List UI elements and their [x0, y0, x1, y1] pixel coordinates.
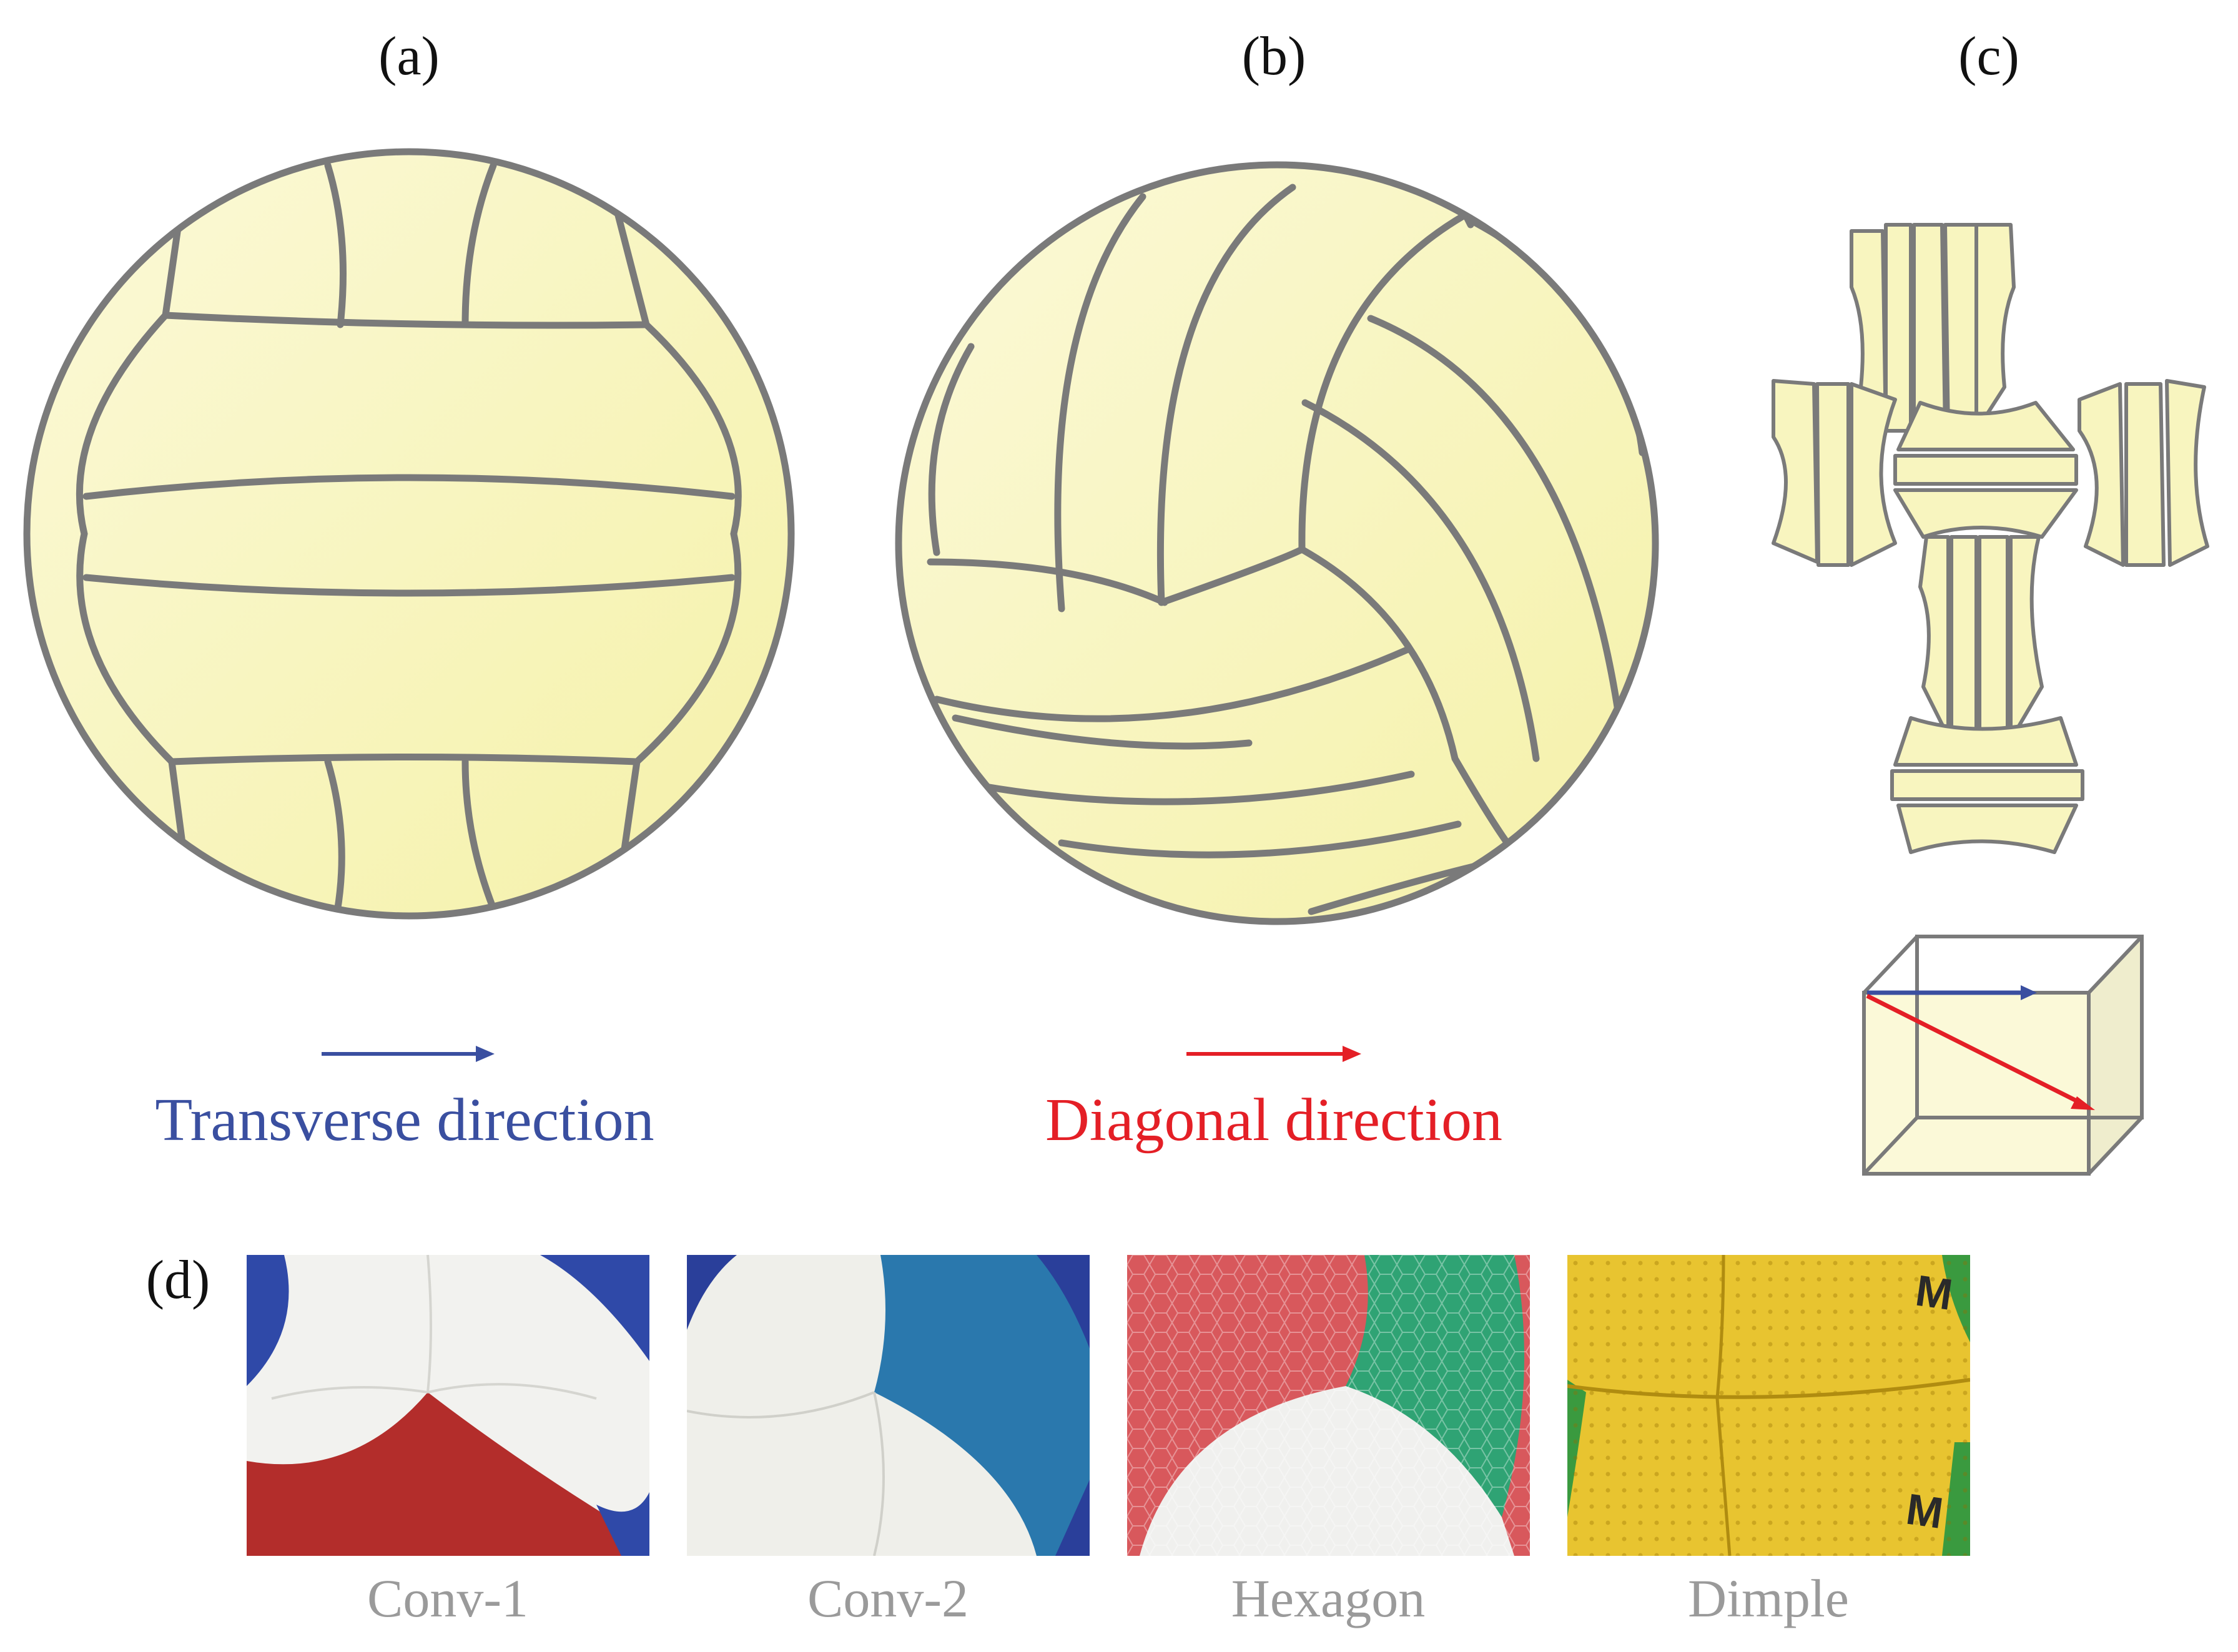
cube-directions	[1862, 935, 2144, 1176]
panel-strip	[2078, 382, 2125, 567]
panel-strip	[1850, 382, 1897, 567]
panel-strip	[2009, 535, 2044, 742]
panel-label-d: (d)	[145, 1250, 210, 1310]
panel-strip	[1896, 804, 2078, 854]
panel-strip	[1974, 223, 2016, 433]
photo-conv-2	[687, 1255, 1090, 1556]
panel-layout-cross	[1772, 223, 2209, 854]
panel-strip	[1772, 379, 1819, 564]
panel-strip	[1893, 454, 2078, 486]
panel-strip	[1896, 401, 2075, 451]
ball-transverse	[23, 148, 795, 920]
panel-strip	[1815, 382, 1850, 567]
photo-conv-1	[247, 1255, 649, 1556]
panel-strip	[1943, 223, 1978, 433]
photo-caption-dimple: Dimple	[1688, 1568, 1849, 1628]
photo-dimple: M M	[1567, 1255, 1970, 1556]
panel-strip	[2165, 379, 2209, 567]
cube-diagonal-arrowhead	[2071, 1096, 2095, 1110]
panel-strip	[1893, 716, 2078, 767]
panel-strip	[1893, 488, 2078, 539]
diagonal-arrow	[1186, 1046, 1361, 1062]
cube-diagonal-arrow	[1866, 993, 2084, 1106]
photo-hexagon	[1127, 1255, 1530, 1556]
panel-strip	[1912, 223, 1947, 433]
panel-strip	[1978, 535, 2009, 742]
svg-text:M: M	[1903, 1485, 1946, 1538]
panel-label-c: (c)	[1958, 26, 2019, 87]
cube-transverse-arrowhead	[2021, 985, 2037, 1000]
photo-caption-conv-2: Conv-2	[807, 1568, 969, 1628]
ball-diagonal	[895, 161, 1659, 925]
transverse-direction-label: Transverse direction	[155, 1086, 654, 1154]
panel-strip	[1950, 535, 1978, 742]
svg-text:M: M	[1913, 1266, 1956, 1319]
diagonal-direction-label: Diagonal direction	[1045, 1086, 1503, 1154]
panel-label-a: (a)	[378, 26, 440, 87]
panel-strip	[2124, 382, 2166, 567]
panel-strip	[1890, 769, 2084, 801]
panel-label-b: (b)	[1241, 26, 1306, 87]
photo-caption-hexagon: Hexagon	[1231, 1568, 1426, 1628]
photo-caption-conv-1: Conv-1	[367, 1568, 528, 1628]
panel-strip	[1918, 535, 1950, 739]
transverse-arrow	[322, 1046, 495, 1062]
